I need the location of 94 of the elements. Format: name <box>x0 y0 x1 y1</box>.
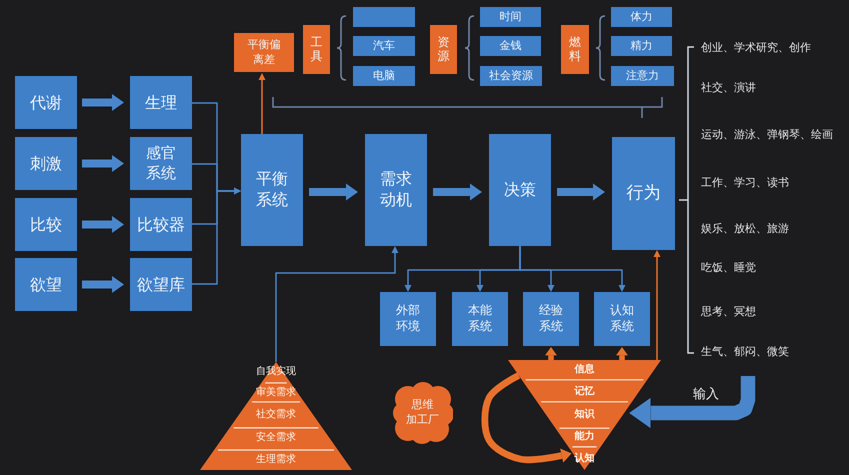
process-box <box>15 76 77 129</box>
behavior-text: 娱乐、放松、旅游 <box>701 222 789 236</box>
block-arrow <box>433 184 482 200</box>
node-label: 生理 <box>145 92 177 112</box>
process-box <box>480 66 542 86</box>
arrow <box>654 250 660 360</box>
bent-arrow <box>629 376 756 428</box>
node-label: 社会资源 <box>489 69 533 83</box>
inverted-triangle <box>508 360 661 470</box>
process-box <box>15 198 77 251</box>
process-box <box>353 66 415 86</box>
arrow <box>275 246 398 362</box>
behavior-text: 创业、学术研究、创作 <box>701 41 811 55</box>
node-label: 体力 <box>630 10 652 24</box>
behavior-text: 社交、演讲 <box>701 81 756 95</box>
process-box <box>611 36 672 56</box>
level-label: 审美需求 <box>256 387 296 400</box>
process-box <box>480 36 541 56</box>
node-label: 电脑 <box>373 69 395 83</box>
hierarchy-pyramid <box>200 362 352 470</box>
node-label: 资源 <box>436 36 450 64</box>
category-box <box>303 25 330 74</box>
block-arrow <box>82 216 124 233</box>
process-box <box>353 36 415 56</box>
behavior-text: 吃饭、睡觉 <box>701 261 756 275</box>
behavior-text: 生气、郁闷、微笑 <box>701 345 789 359</box>
node-label: 需求动机 <box>378 169 413 211</box>
node-label: 感官系统 <box>145 144 177 183</box>
node-label: 认知系统 <box>609 303 635 335</box>
node-label: 比较器 <box>137 214 185 234</box>
process-box <box>594 292 650 346</box>
level-label: 信息 <box>574 364 594 376</box>
node-label: 燃料 <box>568 36 582 64</box>
node-label: 代谢 <box>30 92 62 112</box>
block-arrow <box>82 155 124 172</box>
arrow <box>519 246 626 292</box>
block-arrow <box>309 184 358 200</box>
behavior-text: 运动、游泳、弹钢琴、绘画 <box>701 128 833 142</box>
level-label: 能力 <box>574 430 594 443</box>
block-arrow <box>82 94 124 111</box>
block-arrow <box>557 184 605 200</box>
category-box <box>561 25 589 74</box>
node-label: 时间 <box>500 10 522 24</box>
curved-arrow <box>481 372 572 464</box>
edge-label: 输入 <box>691 387 721 403</box>
process-box <box>130 137 192 190</box>
process-box <box>241 134 303 246</box>
node-label: 外部环境 <box>395 303 421 335</box>
node-label: 本能系统 <box>467 303 493 335</box>
node-label: 精力 <box>630 39 652 53</box>
node-label: 工具 <box>310 36 324 64</box>
process-box <box>15 258 77 311</box>
node-label: 平衡系统 <box>254 169 289 211</box>
node-label: 决策 <box>504 180 536 200</box>
arrow <box>192 188 241 285</box>
node-label: 汽车 <box>373 39 395 53</box>
level-label: 安全需求 <box>256 432 296 444</box>
node-label: 欲望库 <box>137 274 185 294</box>
process-box <box>480 7 541 27</box>
cloud-label: 思维加工厂 <box>406 398 440 428</box>
block-arrow <box>545 347 557 360</box>
process-box <box>353 7 415 27</box>
process-box <box>489 134 551 246</box>
arrow <box>258 73 266 134</box>
node-label: 经验系统 <box>538 303 564 335</box>
category-box <box>234 33 294 72</box>
block-arrow <box>616 347 628 360</box>
process-box <box>523 292 579 346</box>
node-label: 平衡偏离差 <box>246 38 282 67</box>
level-label: 知识 <box>574 408 594 421</box>
process-box <box>612 137 675 250</box>
behavior-text: 思考、冥想 <box>701 305 756 319</box>
level-label: 生理需求 <box>256 454 296 466</box>
node-label: 行为 <box>626 182 660 204</box>
block-arrow <box>82 276 124 293</box>
category-box <box>430 25 457 74</box>
process-box <box>611 7 672 27</box>
node-label: 刺激 <box>30 154 62 174</box>
node-label: 比较 <box>30 214 62 234</box>
level-label: 记忆 <box>574 386 594 398</box>
node-label: 欲望 <box>30 274 62 294</box>
process-box <box>130 198 192 251</box>
node-label: 注意力 <box>626 69 659 83</box>
process-box <box>130 258 192 311</box>
process-box <box>452 292 508 346</box>
level-label: 社交需求 <box>256 408 296 421</box>
cloud-shape <box>393 382 453 444</box>
behavior-text: 工作、学习、读书 <box>701 176 789 190</box>
process-box <box>15 137 77 190</box>
process-box <box>365 134 427 246</box>
process-box <box>380 292 436 346</box>
process-box <box>130 76 192 129</box>
node-label: 金钱 <box>500 39 522 53</box>
process-box <box>611 66 674 86</box>
